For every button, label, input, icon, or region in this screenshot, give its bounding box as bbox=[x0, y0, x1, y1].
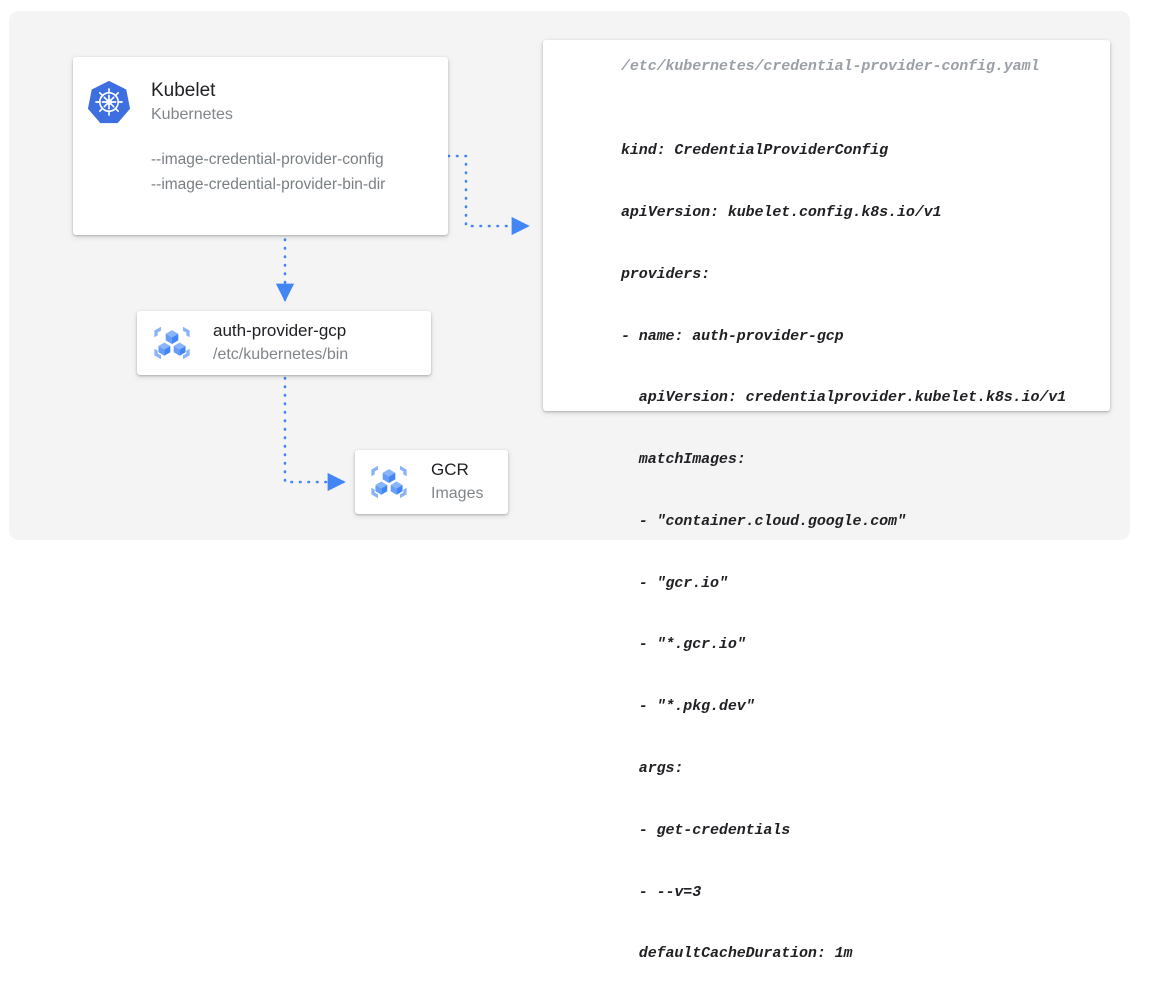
kubelet-card-title: Kubelet bbox=[151, 80, 216, 101]
gcr-card[interactable]: GCR Images bbox=[355, 450, 508, 514]
yaml-line: kind: CredentialProviderConfig bbox=[621, 142, 889, 160]
yaml-line: args: bbox=[621, 760, 684, 777]
yaml-line: providers: bbox=[621, 265, 711, 283]
credential-provider-config-panel[interactable]: /etc/kubernetes/credential-provider-conf… bbox=[543, 40, 1110, 962]
gcr-card-title: GCR bbox=[431, 460, 469, 479]
yaml-line: - get-credentials bbox=[621, 821, 791, 839]
auth-provider-gcp-card[interactable]: auth-provider-gcp /etc/kubernetes/bin bbox=[137, 311, 431, 375]
yaml-line: - name: auth-provider-gcp bbox=[621, 327, 844, 345]
config-yaml-body: kind: CredentialProviderConfig apiVersio… bbox=[621, 100, 1066, 1006]
auth-provider-gcp-path: /etc/kubernetes/bin bbox=[213, 346, 349, 363]
cube-top bbox=[382, 469, 396, 484]
gcr-card-subtitle: Images bbox=[431, 485, 484, 502]
yaml-line: apiVersion: kubelet.config.k8s.io/v1 bbox=[621, 203, 942, 221]
yaml-line: - "gcr.io" bbox=[621, 574, 728, 592]
auth-provider-gcp-text: auth-provider-gcp /etc/kubernetes/bin bbox=[213, 319, 348, 366]
cube-top bbox=[165, 330, 179, 345]
yaml-line: - "*.pkg.dev" bbox=[621, 698, 755, 716]
kubelet-flag-bin-dir: --image-credential-provider-bin-dir bbox=[151, 176, 386, 193]
yaml-line: - --v=3 bbox=[621, 883, 702, 901]
kubelet-flag-list: --image-credential-provider-config --ima… bbox=[151, 147, 385, 197]
gcr-card-text: GCR Images bbox=[431, 458, 483, 505]
kubelet-card-subtitle: Kubernetes bbox=[151, 106, 233, 123]
diagram-root: Kubelet Kubernetes --image-credential-pr… bbox=[9, 11, 1130, 963]
cube-bottom-left bbox=[375, 481, 388, 495]
kubernetes-logo-icon bbox=[86, 79, 132, 125]
auth-provider-gcp-title: auth-provider-gcp bbox=[213, 321, 347, 340]
yaml-line: apiVersion: credentialprovider.kubelet.k… bbox=[621, 389, 1067, 407]
cube-bottom-left bbox=[158, 342, 171, 356]
kubelet-flag-config: --image-credential-provider-config bbox=[151, 151, 384, 168]
yaml-line: defaultCacheDuration: 1m bbox=[621, 945, 853, 963]
container-registry-icon bbox=[151, 322, 193, 364]
cube-bottom-right bbox=[173, 342, 186, 356]
kubelet-card[interactable]: Kubelet Kubernetes --image-credential-pr… bbox=[73, 57, 448, 235]
yaml-line: - "*.gcr.io" bbox=[621, 636, 746, 654]
kubelet-card-text: Kubelet Kubernetes bbox=[151, 78, 233, 126]
config-file-path: /etc/kubernetes/credential-provider-conf… bbox=[621, 58, 1040, 75]
container-registry-icon bbox=[368, 461, 410, 503]
yaml-line: matchImages: bbox=[621, 451, 746, 469]
yaml-line: - "container.cloud.google.com" bbox=[621, 512, 906, 530]
cube-bottom-right bbox=[390, 481, 403, 495]
